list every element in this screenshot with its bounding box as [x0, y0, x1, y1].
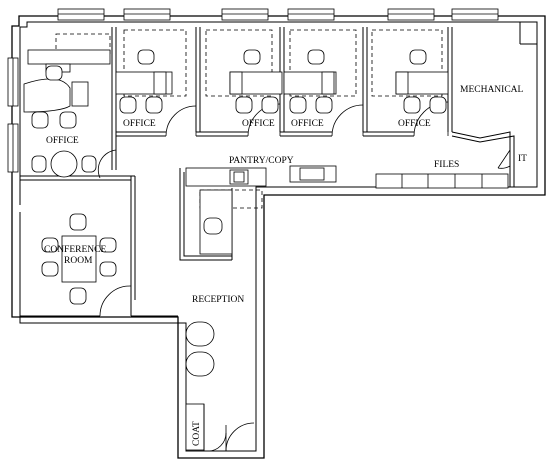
label-office-1: OFFICE	[123, 119, 156, 129]
label-reception: RECEPTION	[192, 295, 244, 305]
doors	[97, 101, 511, 452]
office-3-furniture	[283, 29, 357, 114]
windows	[7, 8, 499, 173]
label-office-left: OFFICE	[46, 136, 79, 146]
files-area	[289, 165, 509, 189]
label-mechanical: MECHANICAL	[460, 85, 524, 95]
conference-furniture	[41, 213, 117, 305]
label-coat: COAT	[192, 421, 202, 446]
office-1-furniture	[115, 29, 187, 114]
interior-walls	[20, 22, 537, 317]
label-conference-line1: CONFERENCE	[44, 245, 106, 255]
office-4-furniture	[371, 29, 449, 114]
pantry-counter	[185, 167, 267, 255]
label-it: IT	[518, 154, 527, 164]
room-labels: OFFICE OFFICE OFFICE OFFICE OFFICE MECHA…	[44, 85, 527, 446]
coat-closet	[185, 403, 205, 451]
label-pantry: PANTRY/COPY	[229, 156, 294, 166]
reception-seating	[185, 321, 215, 377]
label-conference-line2: ROOM	[64, 256, 93, 266]
office-2-furniture	[205, 29, 283, 114]
label-office-3: OFFICE	[291, 119, 324, 129]
left-office-furniture	[23, 33, 111, 178]
label-files: FILES	[434, 160, 459, 170]
label-office-2: OFFICE	[242, 119, 275, 129]
label-office-4: OFFICE	[398, 119, 431, 129]
